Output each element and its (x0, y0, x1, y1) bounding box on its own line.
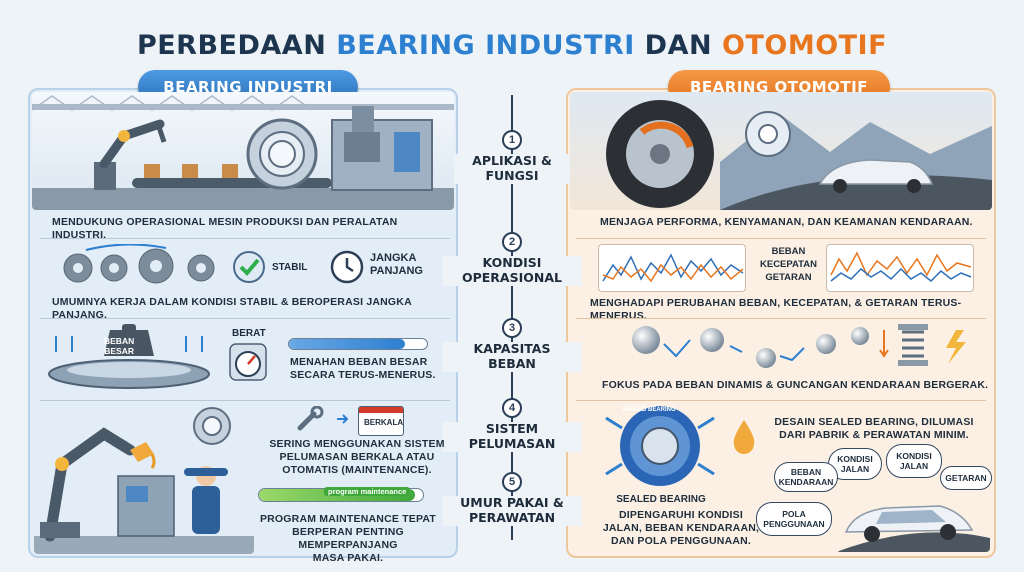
step-number: 2 (502, 232, 522, 252)
step-label: UMUR PAKAI & PERAWATAN (442, 495, 582, 526)
industrial-lifetime-text: PROGRAM MAINTENANCE TEPAT BERPERAN PENTI… (259, 513, 437, 565)
dynamic-load-illustration (606, 322, 986, 370)
gauge-icon (228, 342, 268, 382)
bubble-vehicle-load: BEBAN KENDARAAN (774, 462, 838, 492)
bearing-icon (182, 406, 242, 446)
wrench-icon (296, 406, 326, 432)
bubble-vibration: GETARAN (940, 466, 992, 490)
heavy-load-weight-label: BEBAN BESAR (104, 336, 135, 357)
divider (576, 238, 986, 239)
automotive-operation-text: MENGHADAPI PERUBAHAN BEBAN, KECEPATAN, &… (590, 297, 962, 323)
maintenance-bar-label: program maintenance (324, 487, 411, 496)
bubble-road-condition: KONDISI JALAN (828, 448, 882, 480)
automotive-lubrication-text: DESAIN SEALED BEARING, DILUMASI DARI PAB… (774, 416, 974, 442)
factory-illustration (32, 92, 454, 210)
automotive-function-text: MENJAGA PERFORMA, KENYAMANAN, DAN KEAMAN… (600, 216, 973, 228)
arrow-right-icon (336, 412, 350, 426)
timeline-line (511, 95, 513, 540)
heavy-load-illustration (44, 322, 214, 392)
calendar-label: BERKALA (364, 418, 404, 427)
weight-label: BERAT (232, 328, 266, 339)
divider (40, 400, 450, 401)
gears-illustration (56, 244, 226, 288)
industrial-lubrication-text: SERING MENGGUNAKAN SISTEM PELUMASAN BERK… (269, 438, 445, 477)
speed-vibration-chart (826, 244, 974, 292)
step-number: 3 (502, 318, 522, 338)
step-label: APLIKASI & FUNGSI (442, 153, 582, 184)
automotive-lifetime-text: DIPENGARUHI KONDISI JALAN, BEBAN KENDARA… (602, 509, 760, 548)
page-title: PERBEDAAN BEARING INDUSTRI DAN OTOMOTIF (136, 30, 888, 61)
step-label: KONDISI OPERASIONAL (442, 255, 582, 286)
divider (576, 318, 986, 319)
automotive-load-text: FOKUS PADA BEBAN DINAMIS & GUNCANGAN KEN… (602, 379, 989, 391)
car-road-illustration (570, 92, 992, 210)
oil-drop-icon (730, 418, 758, 456)
industrial-load-text: MENAHAN BEBAN BESAR SECARA TERUS-MENERUS… (290, 356, 436, 382)
car-illustration (836, 482, 990, 552)
load-bar (288, 338, 428, 350)
step-label: KAPASITAS BEBAN (442, 341, 582, 372)
step-label: SISTEM PELUMASAN (442, 421, 582, 452)
sealed-ring-label: SEALED BEARING (622, 407, 676, 413)
divider (576, 400, 986, 401)
sealed-bearing-label: SEALED BEARING (616, 494, 706, 505)
bubble-road-condition: KONDISI JALAN (886, 444, 942, 478)
calendar-icon (358, 406, 404, 436)
divider (40, 318, 450, 319)
check-icon (232, 250, 266, 284)
maintenance-illustration (34, 404, 254, 554)
step-number: 4 (502, 398, 522, 418)
step-number: 1 (502, 130, 522, 150)
step-number: 5 (502, 472, 522, 492)
long-term-label: JANGKA PANJANG (370, 252, 423, 278)
variable-labels: BEBAN KECEPATAN GETARAN (760, 246, 817, 283)
load-variation-chart (598, 244, 746, 292)
bubble-usage-pattern: POLA PENGGUNAAN (756, 502, 832, 536)
divider (40, 238, 450, 239)
sealed-bearing-illustration (598, 404, 722, 488)
stable-label: STABIL (272, 262, 308, 273)
clock-icon (330, 250, 364, 284)
